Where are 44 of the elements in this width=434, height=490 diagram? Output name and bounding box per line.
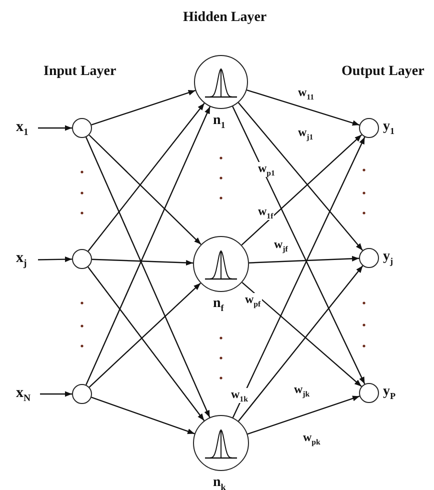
input-label: x$_{N}$ [16,386,31,404]
arrow [88,102,205,252]
node-circle [72,249,92,269]
arrow [85,136,210,418]
node-label: n$_{k}$ [213,476,226,490]
arrow [88,134,202,245]
neuron-circle [193,236,249,292]
neuron-circle [194,55,248,109]
node-circle [359,248,379,268]
arrow [242,282,362,387]
node-label: y$_{P}$ [383,385,396,401]
arrow [246,89,360,126]
arrow [88,266,205,422]
weight-label: w$_{pf}$ [244,293,262,308]
arrow [91,90,196,126]
layer-title: Input Layer [44,65,116,79]
arrow [91,396,195,434]
node-circle [72,118,92,138]
node-label: n$_{1}$ [213,114,226,130]
layer-title: Hidden Layer [183,11,267,25]
node-label: y$_{1}$ [383,120,395,136]
arrow [38,256,72,262]
arrow [92,258,194,266]
arrow [86,106,211,386]
arrow [238,265,364,422]
input-label: x$_{j}$ [16,251,27,269]
arrow [241,134,362,246]
node-circle [72,384,92,404]
arrow [238,102,364,251]
arrow [248,256,360,264]
arrow [88,282,201,388]
input-label: x$_{1}$ [16,120,28,138]
arrow [38,125,72,131]
weight-label: w$_{p1}$ [257,162,276,178]
layer-title: Output Layer [342,65,424,79]
node-label: n$_{f}$ [213,297,224,313]
arrow [247,396,360,435]
node-circle [359,118,379,138]
node-circle [359,383,379,403]
weight-label: w$_{1k}$ [230,388,249,404]
arrow [232,136,366,418]
arrow [40,391,72,397]
node-label: y$_{j}$ [383,250,394,266]
arrow [232,106,366,384]
